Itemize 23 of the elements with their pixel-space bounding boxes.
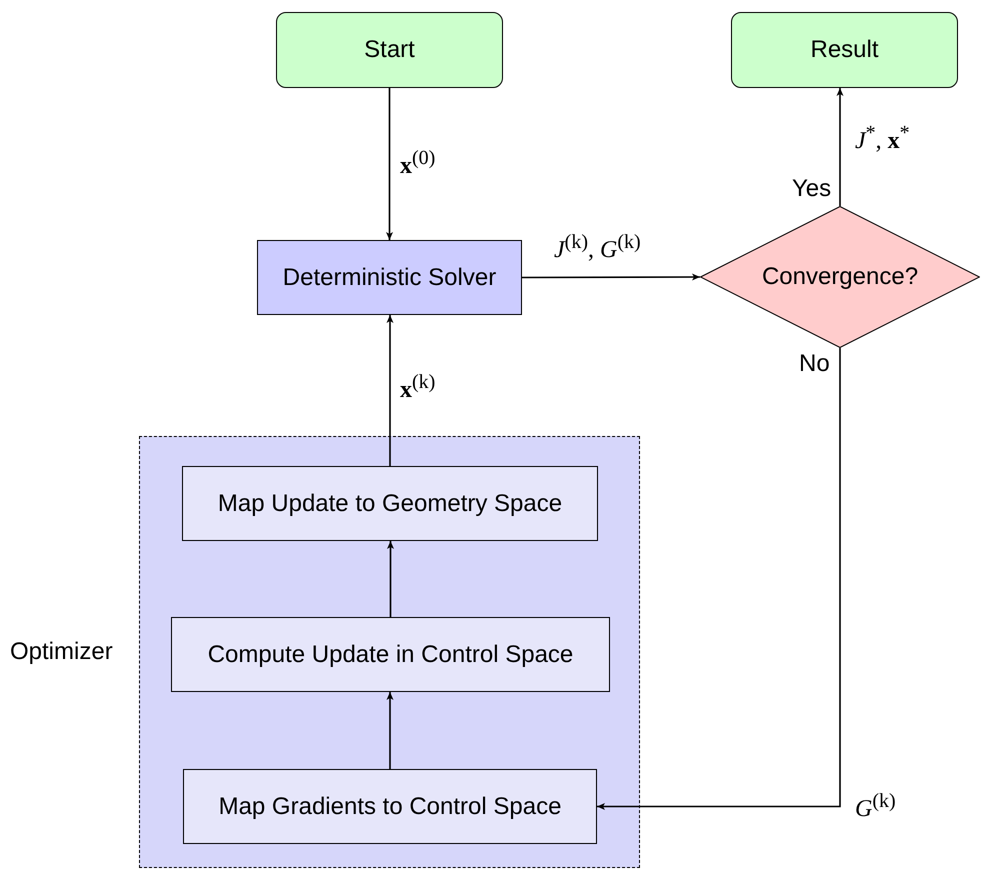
node-label: Map Update to Geometry Space xyxy=(218,490,562,518)
process-box xyxy=(183,769,597,844)
process-box xyxy=(171,617,610,692)
arrow xyxy=(597,348,841,810)
terminal-box xyxy=(276,12,503,88)
node-label: Convergence? xyxy=(762,263,918,291)
node-label: Deterministic Solver xyxy=(282,264,496,292)
group-label: Optimizer xyxy=(10,638,113,666)
process-box xyxy=(182,466,598,541)
process-box xyxy=(257,240,522,315)
arrow xyxy=(386,315,394,466)
decision-diamond xyxy=(700,206,980,348)
arrow xyxy=(386,88,393,240)
node-label: Map Gradients to Control Space xyxy=(218,792,562,820)
node-label: Compute Update in Control Space xyxy=(208,640,574,668)
arrow xyxy=(836,88,844,206)
terminal-box xyxy=(731,12,958,88)
arrow xyxy=(386,692,394,769)
node-label: Result xyxy=(810,36,879,64)
arrow xyxy=(387,541,394,617)
edge-label: J$^{(k)}$, G$^{(k)}$ xyxy=(552,231,643,264)
arrow xyxy=(522,274,700,281)
node-label: Start xyxy=(364,36,415,64)
